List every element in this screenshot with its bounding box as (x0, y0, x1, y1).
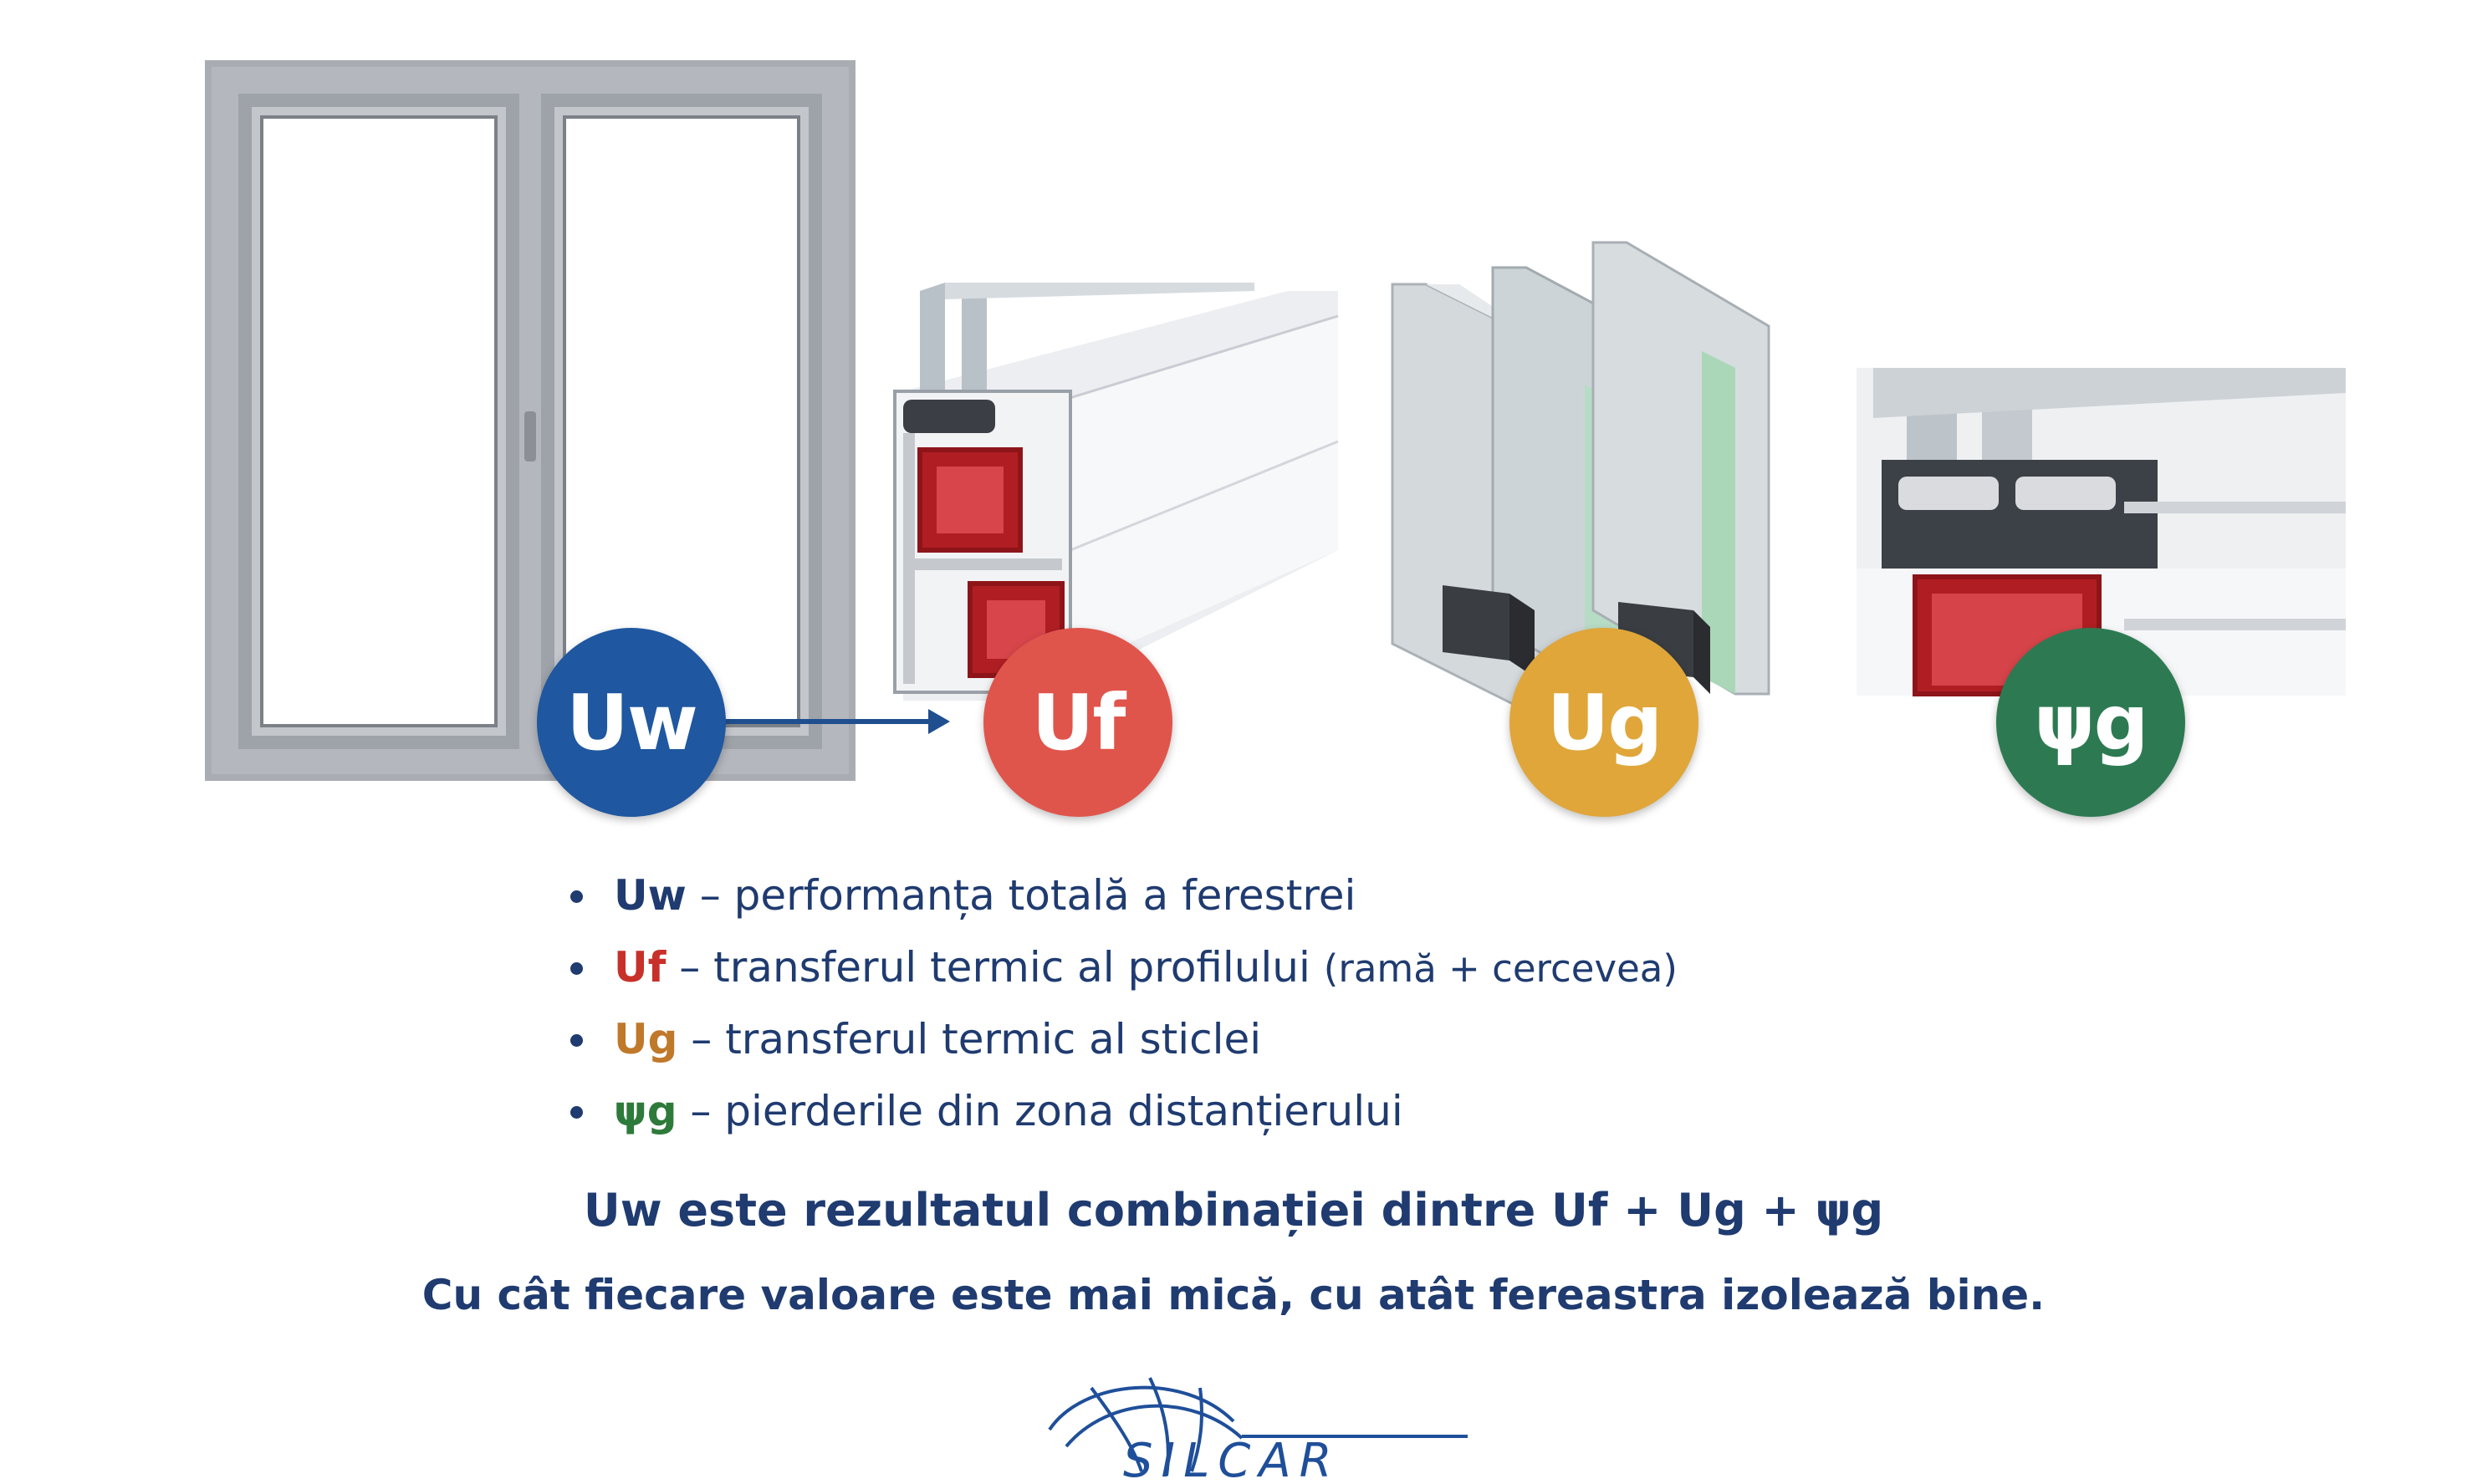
logo-text: SILCAR (1123, 1434, 1341, 1484)
bullet-text: – transferul termic al sticlei (677, 1015, 1262, 1063)
definition-list: Uw – performanța totală a ferestrei Uf –… (562, 859, 1678, 1147)
bullet-text: – transferul termic al profilului (666, 943, 1324, 992)
list-item: ψg – pierderile din zona distanțierului (562, 1075, 1678, 1147)
uw-badge-label: Uw (566, 677, 698, 767)
bullet-term: Uw (614, 871, 687, 920)
summary-line-1: Uw este rezultatul combinației dintre Uf… (583, 1184, 1884, 1237)
frame-profile-illustration (893, 283, 1339, 701)
window-illustration (205, 60, 856, 781)
bullet-text: – performanța totală a ferestrei (686, 871, 1356, 920)
uf-badge: Uf (983, 628, 1172, 817)
arrow-uw-to-uf (719, 709, 950, 734)
uf-badge-label: Uf (1031, 677, 1126, 767)
ug-badge: Ug (1509, 628, 1698, 817)
ug-badge-label: Ug (1546, 677, 1663, 767)
list-item: Uw – performanța totală a ferestrei (562, 859, 1678, 931)
bullet-text: – pierderile din zona distanțierului (677, 1087, 1403, 1135)
silcar-logo: SILCAR (1048, 1377, 1468, 1484)
bullet-term: Ug (614, 1015, 678, 1063)
psig-badge-label: ψg (2034, 677, 2149, 767)
glazing-illustration (1391, 241, 1770, 712)
list-item: Ug – transferul termic al sticlei (562, 1003, 1678, 1075)
list-item: Uf – transferul termic al profilului (ra… (562, 931, 1678, 1003)
bullet-term: ψg (614, 1087, 677, 1135)
summary-line-2: Cu cât fiecare valoare este mai mică, cu… (421, 1271, 2046, 1319)
bullet-term: Uf (614, 943, 667, 992)
logo-globe-icon (1048, 1385, 1235, 1431)
uw-badge: Uw (537, 628, 726, 817)
bullet-paren: (ramă + cercevea) (1323, 946, 1678, 991)
psig-badge: ψg (1996, 628, 2185, 817)
